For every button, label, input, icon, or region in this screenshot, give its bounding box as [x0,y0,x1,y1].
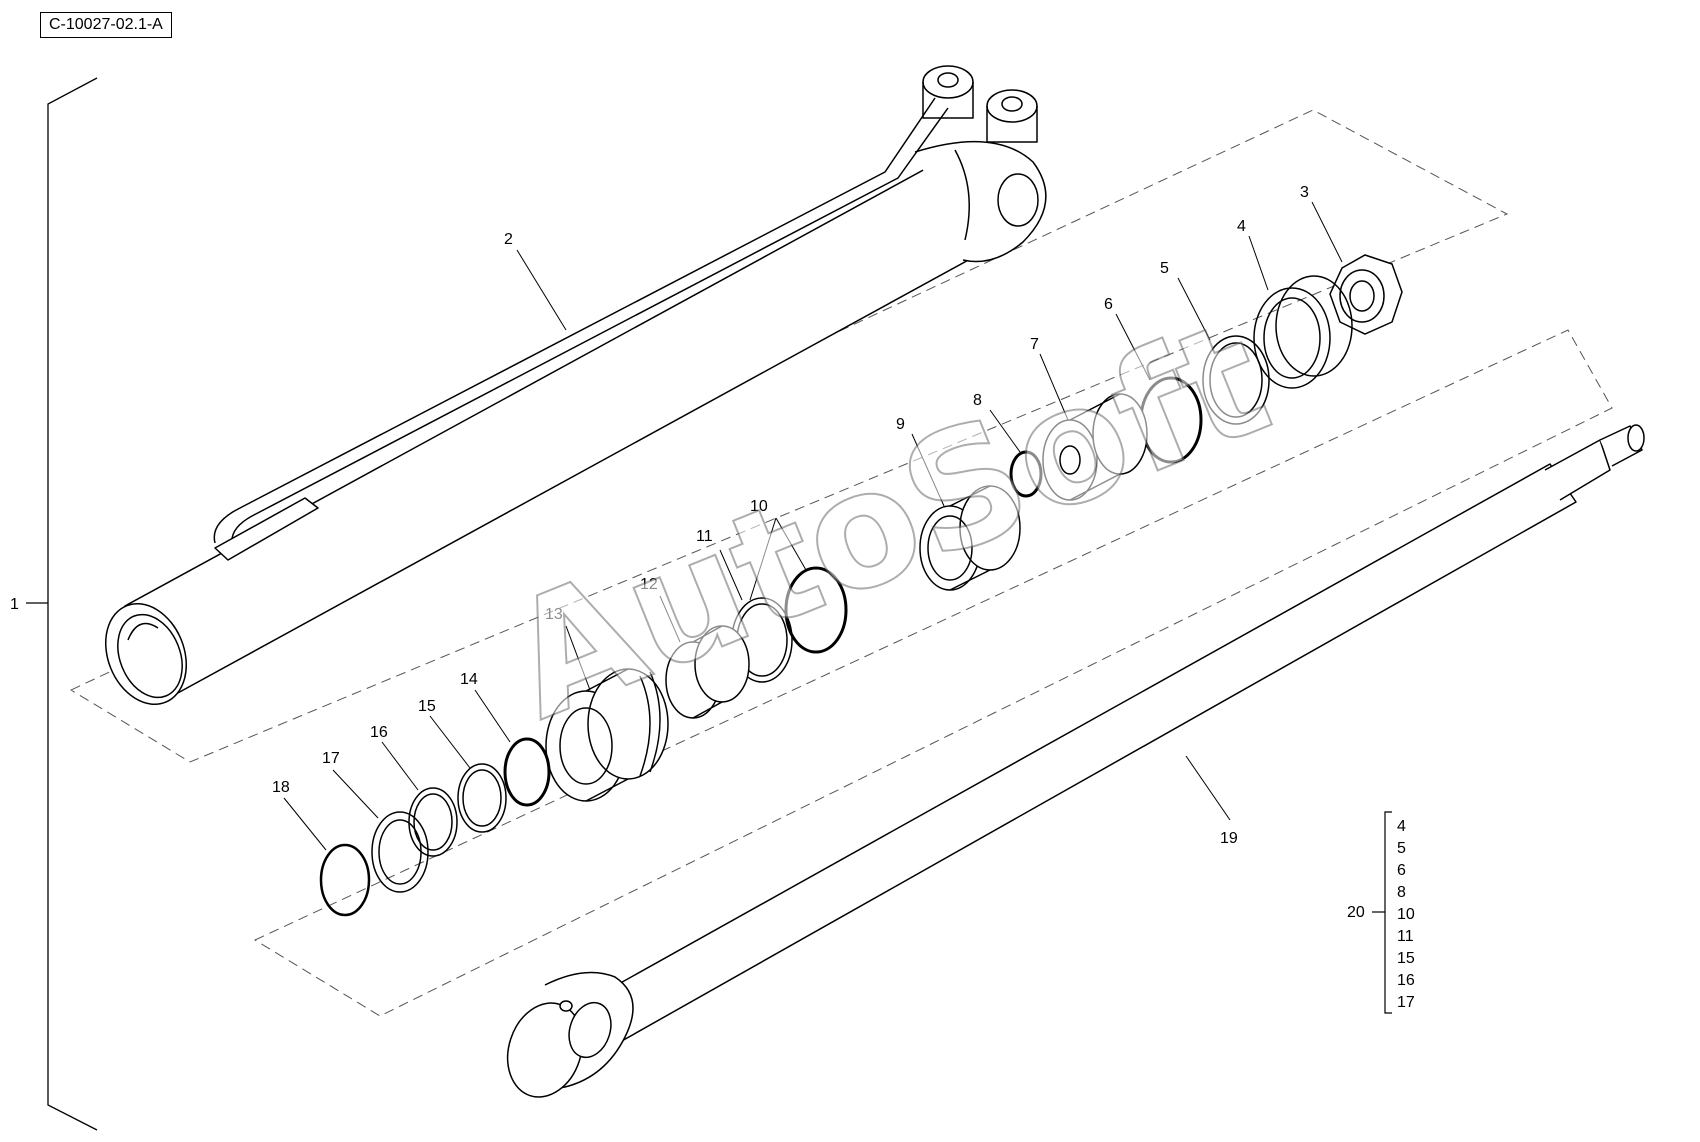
part-17-wiper [371,811,429,893]
seal-kit-item: 11 [1397,928,1414,945]
seal-kit-bracket [1372,811,1392,1014]
part-5-ring [1202,335,1270,425]
seal-kit-item: 8 [1397,884,1406,901]
callout-16: 16 [370,724,388,741]
leader-lines [283,201,1343,851]
callout-10: 10 [750,498,768,515]
part-9-spacer [919,485,1021,591]
part-18-snap-ring [319,843,371,917]
part-8-small-o-ring [1009,450,1043,498]
assembly-bracket [26,77,98,1131]
callout-9: 9 [896,416,905,433]
part-4-bearing-ring [1253,275,1353,389]
callout-labels: 1 2 3 4 5 6 7 8 9 10 11 12 13 14 15 16 1… [10,184,1365,921]
part-12-bushing [665,625,750,719]
part-10-o-ring [784,566,848,654]
part-19-piston-rod [506,424,1645,1098]
callout-6: 6 [1104,296,1113,313]
callout-2: 2 [504,231,513,248]
callout-4: 4 [1237,218,1246,235]
callout-5: 5 [1160,260,1169,277]
seal-kit-item: 16 [1397,972,1415,989]
cylinder-barrel [104,65,1047,706]
callout-15: 15 [418,698,436,715]
callout-1: 1 [10,596,19,613]
callout-3: 3 [1300,184,1309,201]
callout-14: 14 [460,671,478,688]
seal-kit-item: 15 [1397,950,1415,967]
seal-kit-item: 10 [1397,906,1415,923]
part-14-o-ring [503,737,551,807]
seal-kit-item: 17 [1397,994,1415,1011]
callout-20: 20 [1347,904,1365,921]
drawing-code-label: C-10027-02.1-A [40,12,172,38]
seal-kit-item: 5 [1397,840,1406,857]
part-7-piston [1042,393,1148,501]
exploded-view-guides [69,109,1613,1017]
seal-kit-list: 4 5 6 8 10 11 15 16 17 [1397,818,1415,1011]
seal-kit-item: 6 [1397,862,1406,879]
callout-19: 19 [1220,830,1238,847]
part-13-gland [545,668,669,802]
callout-11: 11 [696,528,713,545]
callout-8: 8 [973,392,982,409]
callout-7: 7 [1030,336,1039,353]
callout-17: 17 [322,750,340,767]
callout-18: 18 [272,779,290,796]
seal-and-ring-parts [319,275,1353,917]
part-3-nut [1329,254,1403,335]
callout-12: 12 [640,576,658,593]
part-15-ring [457,763,507,833]
part-16-ring [408,787,458,857]
seal-kit-item: 4 [1397,818,1406,835]
callout-13: 13 [545,606,563,623]
